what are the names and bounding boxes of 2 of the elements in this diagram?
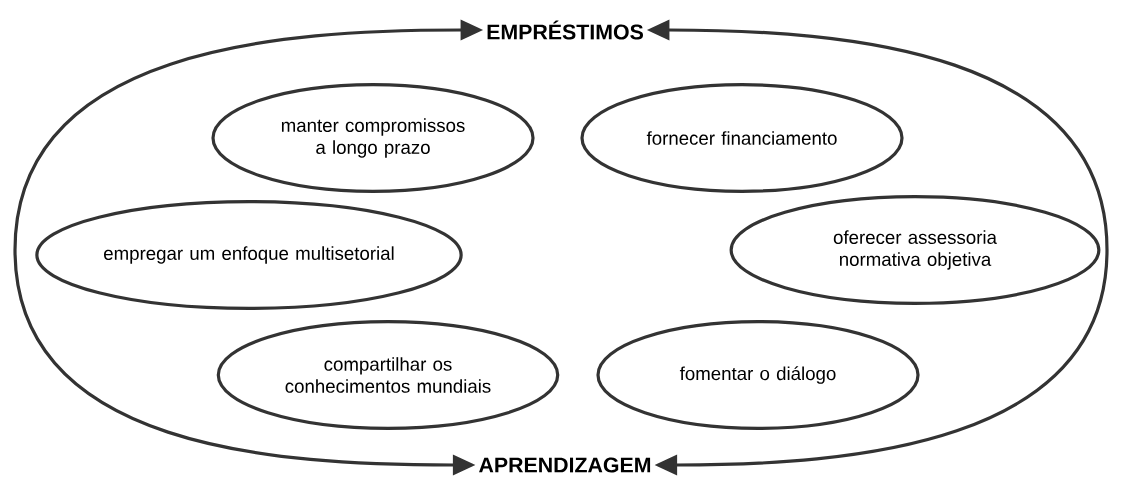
heading: APRENDIZAGEM (479, 457, 651, 473)
heading: EMPRÉSTIMOS (487, 20, 643, 40)
